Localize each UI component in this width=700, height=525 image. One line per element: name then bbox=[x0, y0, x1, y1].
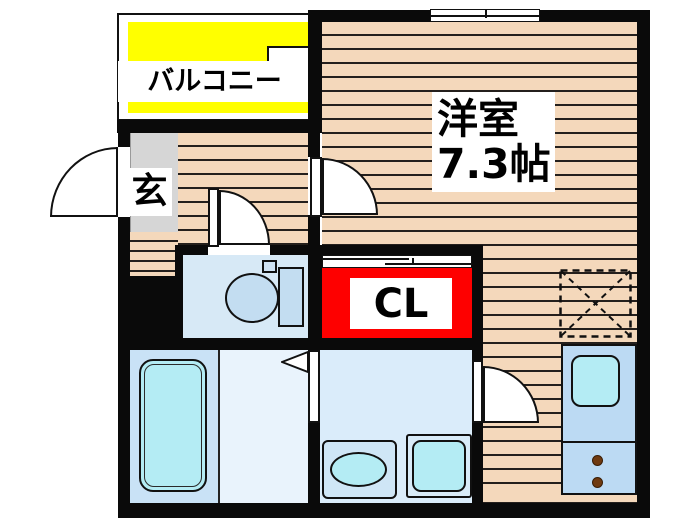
washroom-light-floor bbox=[218, 350, 308, 503]
kitchen-counter-divider bbox=[563, 441, 635, 443]
balcony-divider-panel bbox=[267, 46, 310, 64]
washbasin-bowl bbox=[330, 452, 387, 487]
bathtub-inner bbox=[144, 364, 202, 487]
stove-burner-2 bbox=[592, 477, 603, 488]
wall-balcony-right bbox=[308, 10, 322, 133]
entrance-label-box: 玄 bbox=[127, 168, 172, 216]
closet-label-box: CL bbox=[350, 278, 452, 329]
entrance-hall-floor bbox=[130, 232, 178, 276]
wall-washroom-right-upper bbox=[472, 350, 483, 362]
wall-bottom bbox=[118, 503, 650, 518]
toilet-door-leaf bbox=[208, 188, 219, 247]
closet-sliding-door bbox=[322, 255, 472, 268]
wall-right bbox=[637, 10, 650, 518]
main-room-size: 7.3帖 bbox=[437, 140, 551, 188]
balcony-label-box: バルコニー bbox=[118, 61, 311, 102]
stove-burner-1 bbox=[592, 455, 603, 466]
balcony-label: バルコニー bbox=[147, 65, 282, 97]
toilet-cistern bbox=[262, 260, 277, 273]
main-room-name: 洋室 bbox=[437, 94, 519, 143]
main-room-door-leaf bbox=[310, 157, 322, 217]
wall-closet-right bbox=[472, 255, 483, 338]
wall-hall-main-upper bbox=[308, 133, 320, 157]
wall-left-lower bbox=[118, 217, 130, 518]
sliding-window-symbol bbox=[430, 9, 540, 22]
entrance-label: 玄 bbox=[131, 171, 168, 213]
wall-washroom-right-lower bbox=[472, 423, 483, 503]
toilet-tank bbox=[278, 267, 304, 327]
wall-under-toilet bbox=[128, 338, 483, 350]
wall-toilet-top-left bbox=[175, 245, 208, 255]
washroom-door-leaf bbox=[472, 360, 483, 423]
bathtub bbox=[139, 359, 207, 492]
wall-toilet-top-right bbox=[270, 245, 483, 255]
wall-balcony-bottom bbox=[117, 120, 322, 133]
folding-door-symbol bbox=[281, 351, 309, 373]
dead-space bbox=[128, 276, 180, 350]
toilet-bowl bbox=[225, 273, 279, 323]
washing-machine-pan-inner bbox=[412, 440, 466, 492]
main-room-label-box: 洋室 7.3帖 bbox=[432, 92, 555, 192]
refrigerator-space-symbol bbox=[559, 269, 632, 338]
wall-washroom-left-lower bbox=[308, 423, 320, 503]
washing-machine-pan bbox=[406, 434, 472, 498]
bathroom-door-leaf bbox=[308, 350, 320, 423]
entrance-swing-door bbox=[50, 147, 118, 217]
kitchen-counter bbox=[561, 344, 637, 495]
hallway-floor bbox=[178, 133, 308, 245]
kitchen-sink bbox=[571, 355, 620, 407]
wall-toilet-closet bbox=[308, 255, 322, 338]
closet-label: CL bbox=[373, 280, 429, 327]
